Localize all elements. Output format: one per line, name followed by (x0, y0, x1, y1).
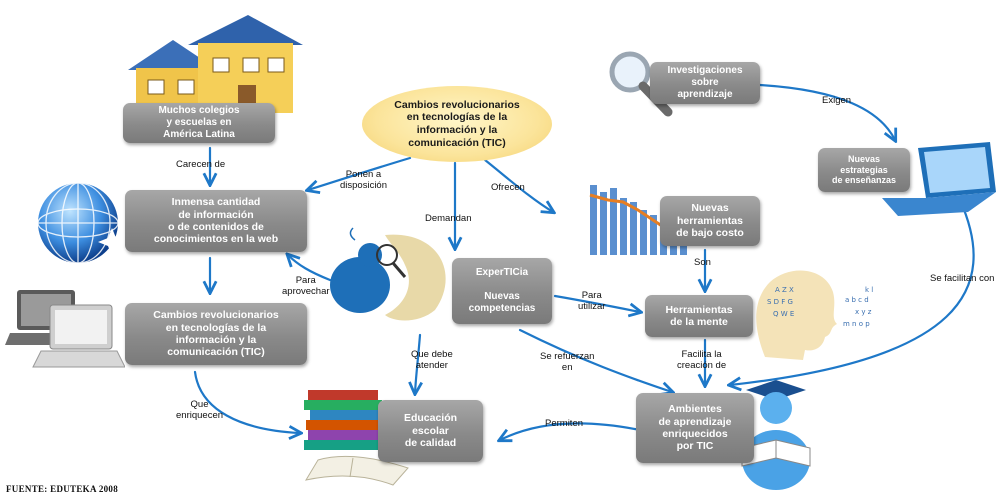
reader-figure-icon (741, 380, 811, 490)
source-caption: FUENTE: EDUTEKA 2008 (6, 484, 119, 494)
node-colegios: Muchos colegios y escuelas en América La… (123, 103, 275, 143)
arrow-facilitan (730, 198, 975, 385)
label-ponen: Ponen a disposición (340, 169, 387, 191)
laptop-blue-icon (882, 142, 996, 216)
thinker-icon (330, 227, 446, 321)
arrow-ponen (308, 156, 412, 190)
arrow-refuerzan (518, 328, 672, 392)
arrow-aprovechar (288, 255, 332, 282)
label-carecen: Carecen de (176, 159, 226, 170)
head-letters-icon: A Z X S D F G Q W E a b c d x y z m n o p k l (756, 270, 873, 360)
svg-text:k l: k l (865, 286, 873, 294)
node-cambios-tic: Cambios revolucionarios en tecnologías d… (125, 303, 307, 365)
arrow-quedebe (415, 333, 420, 393)
node-investigaciones: Investigaciones sobre aprendizaje (650, 62, 760, 104)
arrow-utilizar (553, 294, 640, 312)
label-son: Son (694, 257, 711, 268)
svg-text:m n o p: m n o p (843, 320, 870, 328)
label-exigen: Exigen (822, 95, 852, 106)
label-que-debe: Que debe atender (411, 349, 453, 371)
node-informacion-web: Inmensa cantidad de información o de con… (125, 190, 307, 252)
label-para-utilizar: Para utilizar (578, 290, 606, 312)
svg-text:x y z: x y z (855, 308, 872, 316)
arrow-enriquecen (193, 370, 300, 433)
svg-text:A Z X: A Z X (775, 286, 794, 294)
node-experticia: ExperTICia Nuevas competencias (452, 258, 552, 324)
svg-text:S D F G: S D F G (767, 298, 793, 306)
svg-text:Q W E: Q W E (773, 310, 794, 318)
laptop-icon (5, 290, 125, 368)
central-node-tic: Cambios revolucionarios en tecnologías d… (362, 86, 552, 162)
arrow-ofrecen (483, 158, 553, 212)
arrow-exigen (758, 83, 895, 140)
label-para-aprovechar: Para aprovechar (282, 275, 330, 297)
label-permiten: Permiten (545, 418, 584, 429)
svg-text:a b c d: a b c d (845, 296, 869, 304)
node-herramientas-mente: Herramientas de la mente (645, 295, 753, 337)
globe-icon (37, 182, 126, 264)
node-estrategias: Nuevas estrategias de enseñanzas (818, 148, 910, 192)
label-se-facilitan: Se facilitan con (930, 274, 995, 284)
node-educacion: Educación escolar de calidad (378, 400, 483, 462)
node-herramientas-costo: Nuevas herramientas de bajo costo (660, 196, 760, 246)
label-demandan: Demandan (425, 213, 472, 224)
node-ambientes: Ambientes de aprendizaje enriquecidos po… (636, 393, 754, 463)
label-se-refuerzan: Se refuerzan en (540, 351, 595, 373)
label-ofrecen: Ofrecen (491, 182, 525, 193)
books-icon (304, 390, 409, 486)
houses-icon (128, 15, 303, 113)
arrow-permiten (500, 422, 642, 440)
label-que-enriquecen: Que enriquecen (176, 399, 224, 421)
label-facilita: Facilita la creación de (677, 349, 727, 371)
